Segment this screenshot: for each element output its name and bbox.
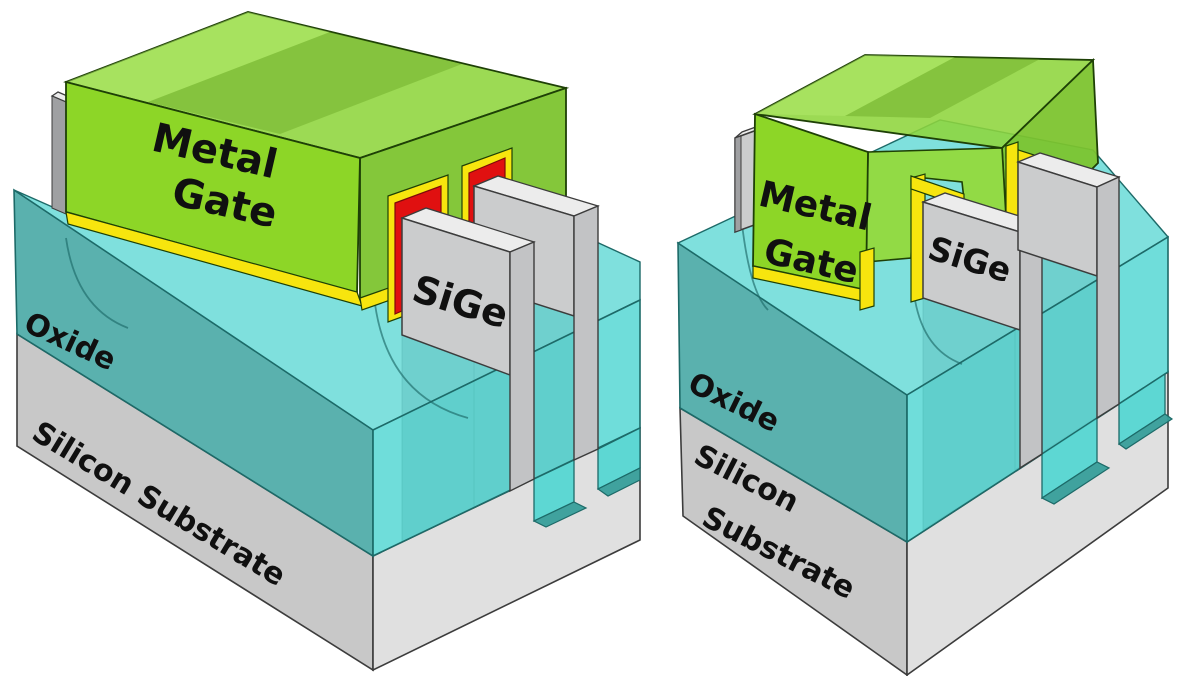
right-oxide-trench-2-bottom	[1117, 413, 1174, 450]
right-gate-top-fin-ridge	[845, 57, 1040, 118]
left-gate-top-fin-ridge	[148, 32, 462, 134]
left-fin2-cut-end	[573, 204, 599, 462]
left-fin-silhouette-arc-left	[65, 237, 129, 329]
right-gate-liner-notch-edge	[859, 247, 875, 311]
left-oxide-trench-2-bottom	[596, 467, 641, 497]
finfet-left-diagram: Metal Gate SiGe Oxide Silicon Substrate	[13, 11, 641, 672]
finfet-right-diagram: Metal Gate SiGe Oxide Silicon Substrate	[676, 54, 1174, 676]
right-finA-edge	[734, 135, 742, 233]
left-gate-top-highlight	[66, 12, 330, 102]
right-finC-cut-end	[1096, 175, 1120, 420]
left-fin1-cut-end	[509, 240, 535, 493]
left-back-fin-cut	[51, 95, 67, 215]
right-fin-silhouette-arc-front	[914, 299, 963, 365]
left-oxide-trench-1-bottom	[532, 501, 588, 528]
right-finB-cut-end	[1019, 221, 1043, 470]
left-fin-silhouette-arc-front	[374, 303, 469, 419]
right-gate-top-highlight	[755, 55, 955, 116]
right-oxide-trench-1-bottom	[1040, 461, 1111, 505]
right-fin-silhouette-arc-left	[741, 223, 769, 311]
